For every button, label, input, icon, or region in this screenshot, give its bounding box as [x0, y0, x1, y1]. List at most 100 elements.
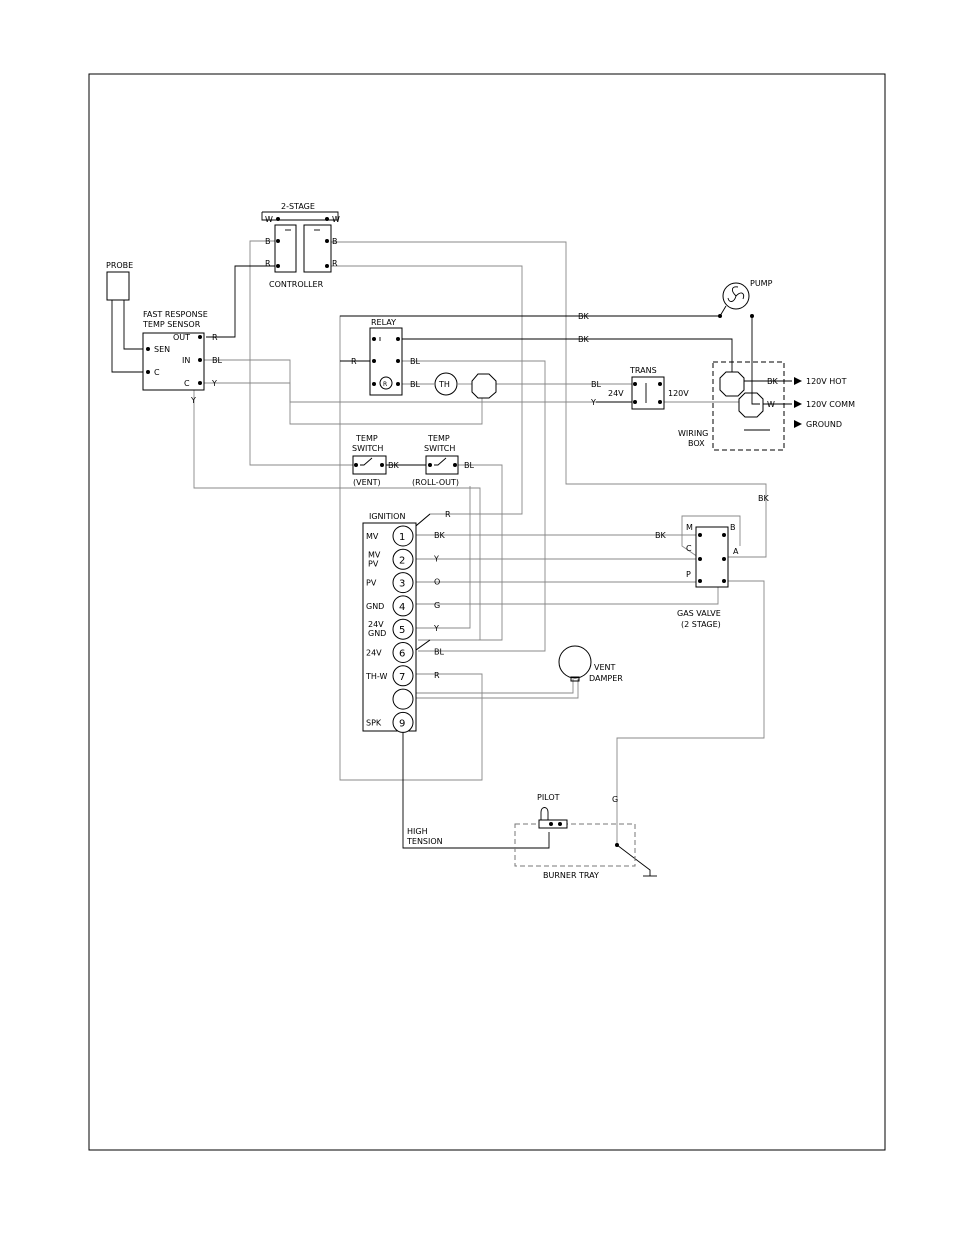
comm-arrow-icon [794, 400, 802, 408]
ignition-terminal-number: 4 [399, 602, 405, 613]
wire-label-gas-valve-bk: BK [655, 531, 666, 540]
wire-label-ignition-r-top: R [445, 510, 451, 519]
transformer: TRANS 24V 120V BL Y [590, 366, 689, 410]
ignition-terminal-wire-label: BL [434, 648, 444, 657]
ignition-terminal-label: MV [368, 550, 381, 559]
ignition-terminal-circle [392, 688, 414, 710]
sensor-title-line1: FAST RESPONSE [143, 310, 208, 319]
ignition-terminal-number: 5 [399, 625, 405, 636]
ignition-terminal-circle [392, 548, 414, 570]
controller-title: 2-STAGE [281, 202, 315, 211]
wiring-box-label-line2: BOX [688, 439, 705, 448]
ignition-terminal-circle [392, 595, 414, 617]
ignition-terminal-row [392, 688, 414, 710]
comm-label: 120V COMM [806, 400, 855, 409]
probe: PROBE [106, 261, 133, 301]
vent-damper-label-2: DAMPER [589, 674, 623, 683]
wire-label-sensor-down: Y [190, 396, 196, 405]
ctrl-r-left: R [265, 259, 271, 268]
sensor-in-label: IN [182, 356, 190, 365]
wire-label-relay-top-right: BK [578, 312, 589, 321]
vent-switch-title-1: TEMP [355, 434, 378, 443]
wire-label-relay-bl-low: BL [410, 380, 420, 389]
probe-label: PROBE [106, 261, 133, 270]
wire-label-trans-bl: BL [591, 380, 601, 389]
controller-label: CONTROLLER [269, 280, 324, 289]
ignition-terminal-label: TH-W [365, 672, 387, 681]
wire-network-dark [111, 265, 792, 876]
gv-p-label: P [686, 570, 691, 579]
ignition-terminal-circle [392, 572, 414, 594]
trans-label: TRANS [629, 366, 657, 375]
trans-120v-label: 120V [668, 389, 689, 398]
vent-damper: VENT DAMPER [558, 645, 623, 683]
rollout-switch-title-1: TEMP [427, 434, 450, 443]
wiring-box-octagon-icon [719, 371, 745, 397]
ignition-terminal-wire-label: O [434, 578, 440, 587]
ignition-terminal-number: 3 [399, 579, 405, 590]
rollout-switch-name: (ROLL-OUT) [412, 478, 459, 487]
vent-damper-icon [558, 645, 592, 679]
wire-label-sensor-c: Y [211, 379, 217, 388]
power-supply-labels: 120V HOT 120V COMM GROUND [794, 377, 855, 429]
ground-label: GROUND [806, 420, 842, 429]
hot-arrow-icon [794, 377, 802, 385]
ignition-terminal-wire-label: Y [433, 624, 439, 633]
pilot-icon [538, 807, 568, 829]
thermostat-icon [434, 372, 458, 396]
sensor-sen-label: SEN [154, 345, 170, 354]
thermostat-label: TH [438, 380, 450, 389]
wire-label-box-w: W [767, 400, 775, 409]
gv-b-label: B [730, 523, 736, 532]
wiring-box: BK W WIRING BOX [678, 361, 785, 451]
gas-valve-label-line2: (2 STAGE) [681, 620, 721, 629]
vent-switch-name: (VENT) [353, 478, 381, 487]
gv-a-label: A [733, 547, 739, 556]
burner-tray-label: BURNER TRAY [543, 871, 599, 880]
ignition-terminal-label: 24V [366, 649, 382, 658]
wire-label-right-bk: BK [758, 494, 769, 503]
ignition-label: IGNITION [369, 512, 405, 521]
wire-label-ground-g: G [612, 795, 618, 804]
wire-label-box-bk: BK [767, 377, 778, 386]
pump-label: PUMP [750, 279, 773, 288]
gv-m-label: M [686, 523, 693, 532]
ignition-terminal-wire-label: BK [434, 531, 445, 540]
relay-coil-icon [379, 376, 393, 390]
pump: PUMP [718, 279, 773, 318]
hot-label: 120V HOT [806, 377, 847, 386]
wiring-box-octagon-2-icon [738, 392, 764, 418]
burner-tray: PILOT HIGH TENSION BURNER TRAY G [406, 793, 657, 880]
wiring-box-label-line1: WIRING [678, 429, 708, 438]
wire-label-switch-bl: BL [464, 461, 474, 470]
ignition-terminal-label-2: GND [368, 629, 386, 638]
wire-label-relay-mid-right: BK [578, 335, 589, 344]
ignition-terminal-circle [392, 711, 414, 733]
ignition-terminal-label: MV [366, 532, 379, 541]
ctrl-b-left: B [265, 237, 271, 246]
ignition-terminal-number: 2 [399, 555, 405, 566]
ignition-terminal-label: PV [366, 579, 377, 588]
junction-octagon-icon [471, 373, 497, 399]
high-tension-label-1: HIGH [407, 827, 428, 836]
ignition-terminal-label: GND [366, 602, 384, 611]
two-stage-controller: 2-STAGE W B R W B R CONTROLLER [261, 202, 340, 289]
high-tension-label-2: TENSION [406, 837, 443, 846]
sensor-title-line2: TEMP SENSOR [142, 320, 201, 329]
ignition-terminal-circle [392, 525, 414, 547]
ctrl-w-right: W [332, 215, 340, 224]
ignition-terminal-label: 24V [368, 620, 384, 629]
ctrl-r-right: R [332, 259, 338, 268]
vent-switch-title-2: SWITCH [352, 444, 383, 453]
sensor-c-right-label: C [184, 379, 190, 388]
ignition-terminal-circle [392, 665, 414, 687]
ctrl-b-right: B [332, 237, 338, 246]
gas-valve-label-line1: GAS VALVE [677, 609, 721, 618]
ctrl-w-left: W [265, 215, 273, 224]
